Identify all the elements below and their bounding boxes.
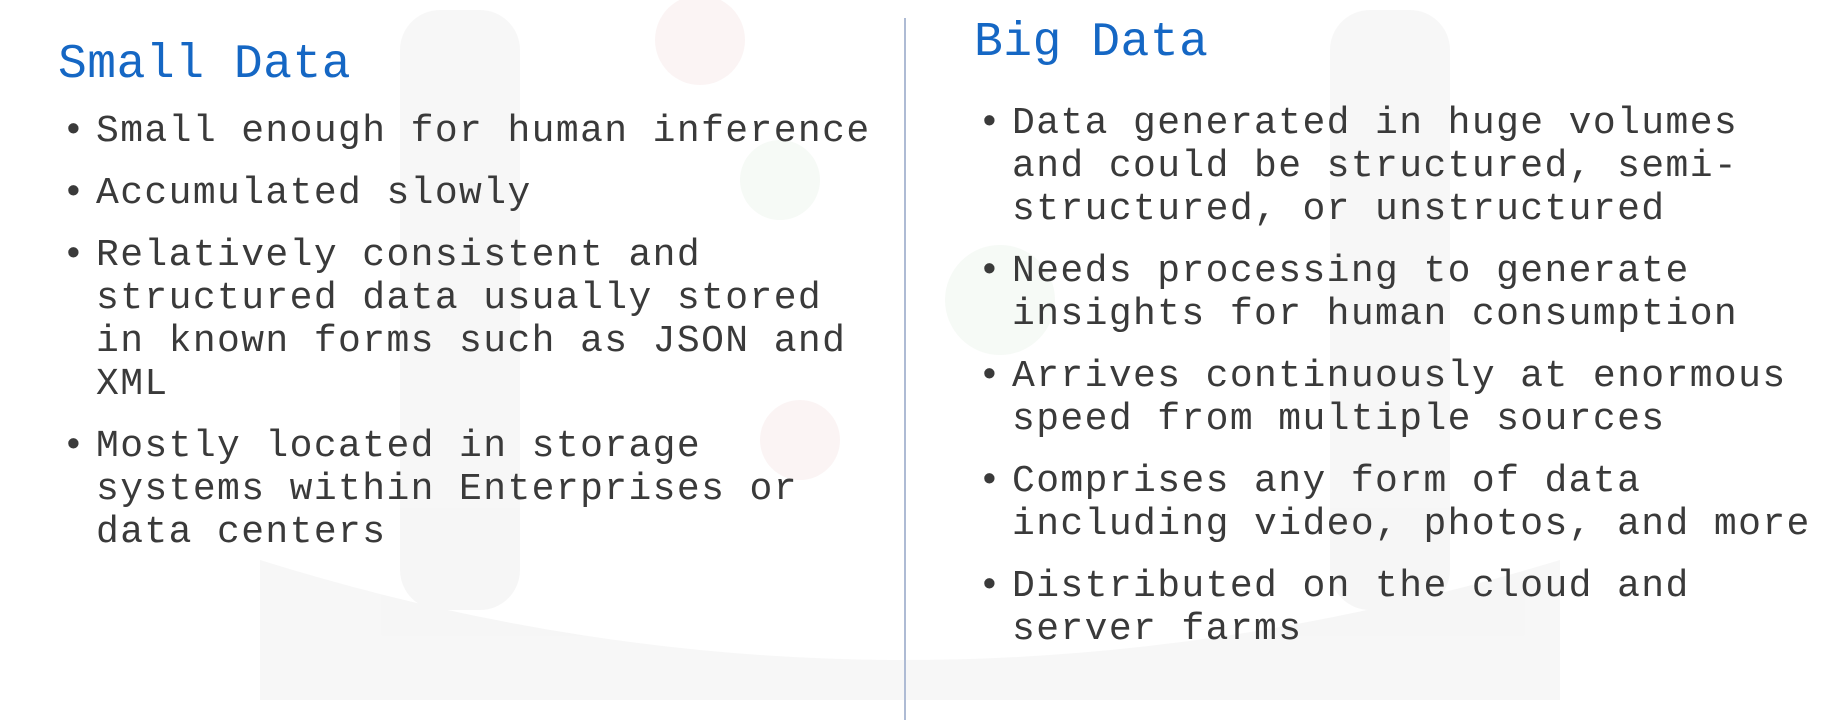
list-item: •Accumulated slowly [62,172,532,215]
big-data-list: •Data generated in huge volumes and coul… [974,102,1824,651]
list-item: •Arrives continuously at enormous speed … [978,355,1787,441]
list-item: •Distributed on the cloud and server far… [978,565,1690,651]
bullet-icon: • [978,102,1003,145]
column-divider [904,18,906,720]
list-item: •Mostly located in storage systems withi… [62,425,798,554]
list-item: •Data generated in huge volumes and coul… [978,102,1739,231]
list-item: •Comprises any form of data including vi… [978,460,1811,546]
small-data-column: Small Data •Small enough for human infer… [58,0,878,573]
small-data-title: Small Data [58,38,352,92]
bullet-icon: • [62,172,87,215]
big-data-column: Big Data •Data generated in huge volumes… [974,0,1824,670]
bullet-icon: • [978,460,1003,503]
bullet-icon: • [978,250,1003,293]
bullet-icon: • [62,110,87,153]
list-item: •Small enough for human inference [62,110,871,153]
bullet-icon: • [978,355,1003,398]
small-data-list: •Small enough for human inference •Accum… [58,110,878,554]
bullet-icon: • [62,425,87,468]
bullet-icon: • [62,234,87,277]
list-item: •Needs processing to generate insights f… [978,250,1739,336]
bullet-icon: • [978,565,1003,608]
list-item: •Relatively consistent and structured da… [62,234,847,406]
big-data-title: Big Data [974,16,1209,70]
